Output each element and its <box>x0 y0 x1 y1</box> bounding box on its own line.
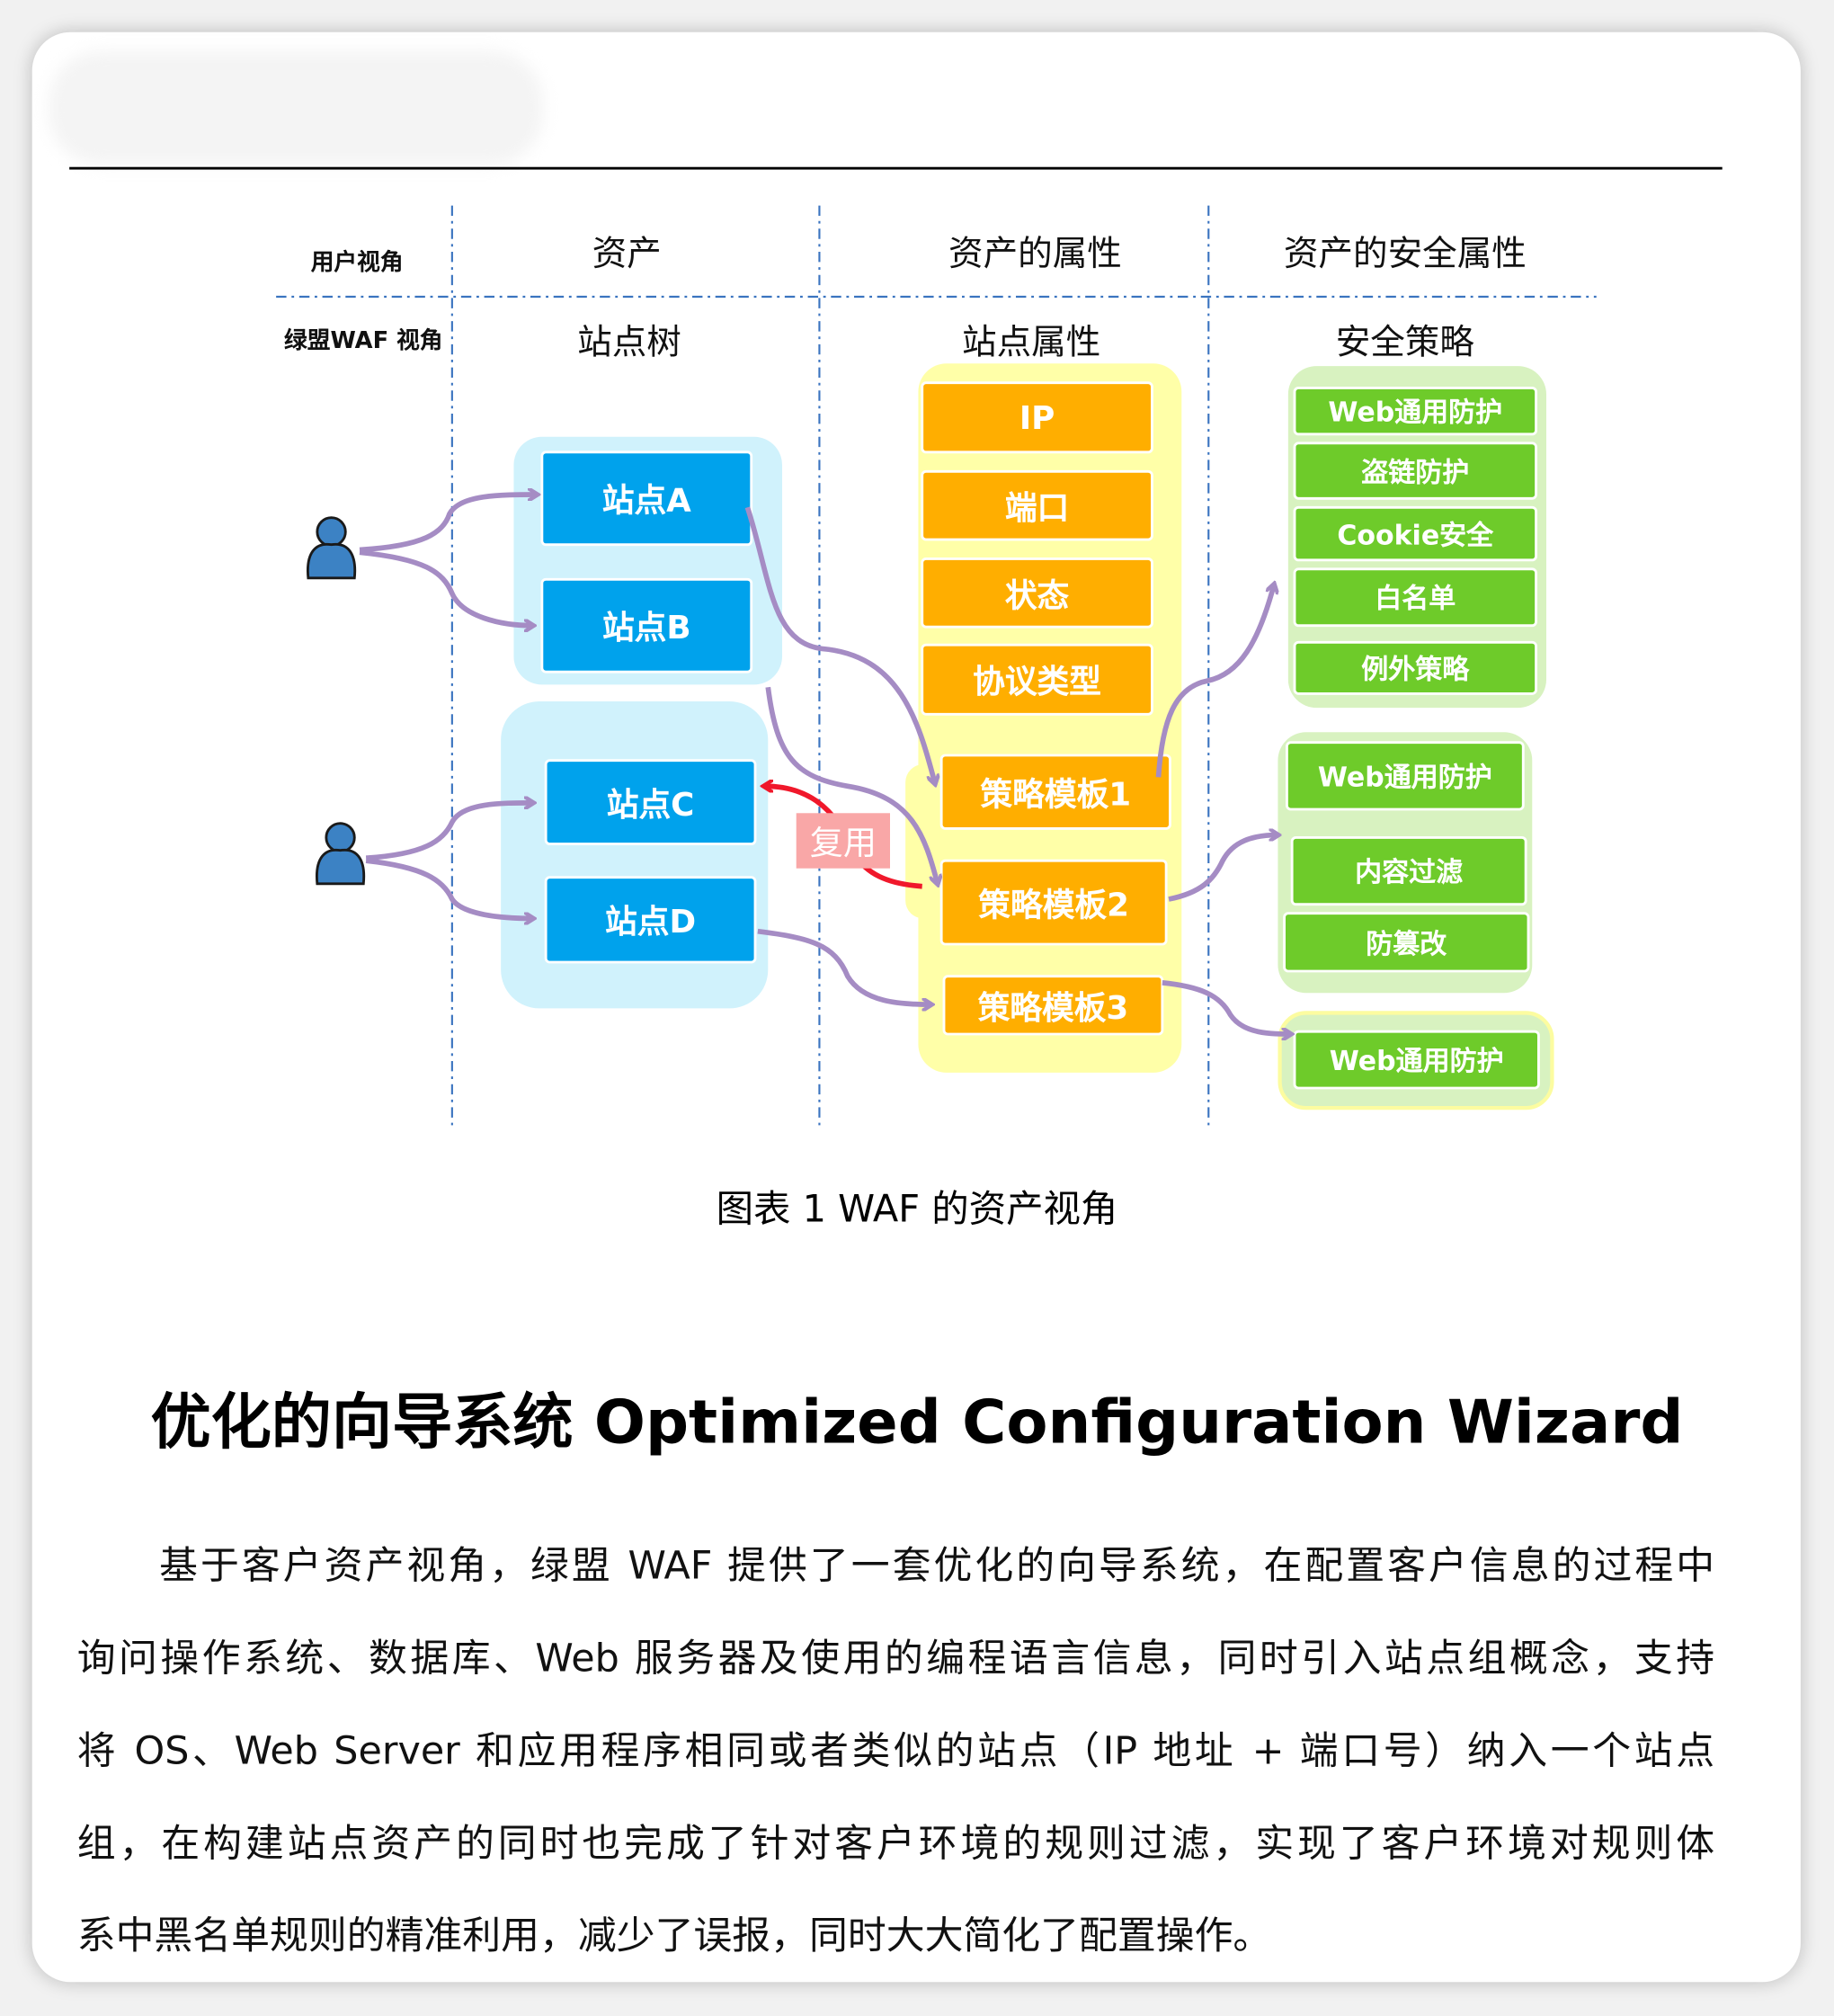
policy-item: Web通用防护 <box>1285 741 1525 811</box>
site-c: 站点C <box>544 759 757 845</box>
diagram-arrows <box>307 0 1834 1156</box>
site-a: 站点A <box>540 450 753 547</box>
paragraph-line: 系中黑名单规则的精准利用，减少了误报，同时大大简化了配置操作。 <box>76 1913 1272 1959</box>
arrow-user2-site-c <box>365 803 533 861</box>
attribute-ip: IP <box>921 381 1153 454</box>
figure-caption: 图表 1 WAF 的资产视角 <box>716 1186 1118 1231</box>
column-header: 资产的安全属性 <box>1283 234 1527 274</box>
column-header: 资产的属性 <box>948 234 1122 274</box>
label-user-view: 用户视角 <box>310 249 404 277</box>
policy-template-3: 策略模板3 <box>942 975 1164 1036</box>
arrow-template-2-policies <box>1168 835 1278 902</box>
column-header: 安全策略 <box>1335 323 1474 363</box>
diagram-lines <box>276 205 1597 1128</box>
section-heading: 优化的向导系统 Optimized Configuration Wizard <box>150 1387 1684 1458</box>
paragraph-line: 将 OS、Web Server 和应用程序相同或者类似的站点（IP 地址 + 端… <box>76 1728 1715 1774</box>
arrow-template-3-policies <box>1162 980 1291 1034</box>
attribute-port: 端口 <box>921 469 1153 541</box>
site-d: 站点D <box>544 876 757 964</box>
paragraph-line: 询问操作系统、数据库、Web 服务器及使用的编程语言信息，同时引入站点组概念，支… <box>76 1636 1715 1681</box>
policy-item: 盗链防护 <box>1293 442 1537 500</box>
policy-template-2: 策略模板2 <box>939 859 1168 946</box>
policy-item: 防篡改 <box>1283 912 1530 973</box>
arrow-site-a-template-1 <box>744 506 935 783</box>
policy-item: 内容过滤 <box>1290 835 1527 906</box>
site-b: 站点B <box>540 577 753 673</box>
reuse-label: 复用 <box>796 813 890 869</box>
user-icon <box>307 516 357 580</box>
paragraph-line: 组，在构建站点资产的同时也完成了针对客户环境的规则过滤，实现了客户环境对规则体 <box>76 1821 1715 1867</box>
column-header: 站点属性 <box>961 323 1101 363</box>
column-header: 站点树 <box>577 323 681 363</box>
policy-item: 例外策略 <box>1293 640 1537 695</box>
policy-item: Web通用防护 <box>1293 1030 1540 1090</box>
arrow-site-d-template-3 <box>757 928 931 1004</box>
column-header: 资产 <box>592 234 662 274</box>
policy-template-1: 策略模板1 <box>939 754 1171 830</box>
policy-item: Cookie安全 <box>1293 505 1537 562</box>
policy-item: Web通用防护 <box>1293 386 1537 436</box>
body-paragraph: 基于客户资产视角，绿盟 WAF 提供了一套优化的向导系统，在配置客户信息的过程中… <box>77 1521 1714 1983</box>
policy-item: 白名单 <box>1293 567 1537 628</box>
attribute-protocol: 协议类型 <box>921 643 1153 716</box>
paragraph-line: 基于客户资产视角，绿盟 WAF 提供了一套优化的向导系统，在配置客户信息的过程中 <box>159 1544 1715 1590</box>
arrow-user1-site-b <box>359 549 533 625</box>
blurred-header-logo <box>49 51 544 165</box>
arrow-site-b-template-2 <box>765 686 938 884</box>
header-rule <box>69 166 1723 170</box>
arrow-user1-site-a <box>359 495 537 553</box>
arrow-template-1-policies <box>1155 584 1275 778</box>
arrow-user2-site-d <box>365 858 533 918</box>
attribute-status: 状态 <box>921 557 1153 629</box>
document-page <box>31 31 1801 1983</box>
user-icon <box>316 822 366 886</box>
label-waf-view: 绿盟WAF 视角 <box>284 327 443 355</box>
